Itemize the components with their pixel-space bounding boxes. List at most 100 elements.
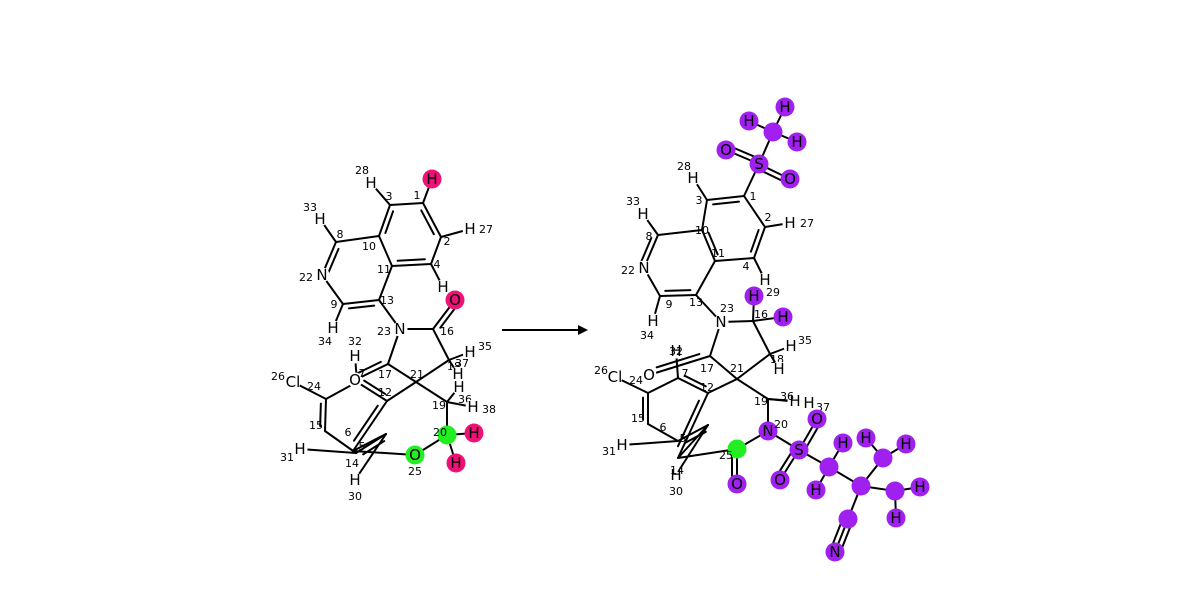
reaction-arrow (502, 325, 588, 335)
reactant-atom-25: O25 (405, 445, 425, 478)
product-atom-23: N23 (713, 302, 734, 331)
atom-symbol: H (670, 342, 681, 360)
atom-index: 4 (743, 260, 750, 273)
reactant-atom-28: H28 (355, 164, 379, 192)
product-atom-5: 5 (680, 432, 687, 445)
atom-index: 27 (479, 223, 493, 236)
product-atom-x6: H (787, 132, 807, 152)
reactant-atom-15: 15 (309, 419, 323, 432)
product-bond (749, 226, 766, 259)
product-atom-17: 17 (700, 362, 714, 375)
added-highlight (763, 122, 783, 142)
atom-symbol: O (409, 446, 421, 464)
removed-highlight (445, 290, 465, 310)
added-highlight (856, 428, 876, 448)
reactant-atom-27: H 27 (462, 220, 493, 238)
reactant-bond (378, 265, 393, 301)
atom-symbol: H (437, 278, 448, 296)
product-atom-x28: H (771, 360, 787, 378)
reactant-atom-13: 13 (380, 294, 394, 307)
atom-index: 10 (695, 224, 709, 237)
atom-symbol: H (294, 440, 305, 458)
reactant-atom-33: H33 (303, 201, 328, 228)
product-atom-15: 15 (631, 412, 645, 425)
atom-index: 6 (345, 426, 352, 439)
atom-symbol: H (464, 343, 475, 361)
reactant-bond (430, 236, 442, 265)
product-atom-12: 12 (700, 381, 714, 394)
atom-symbol: O (349, 371, 361, 389)
atom-symbol: N (715, 313, 726, 331)
atom-index: 28 (355, 164, 369, 177)
atom-symbol: H (349, 471, 360, 489)
atom-index: 21 (730, 362, 744, 375)
atom-symbol: H (670, 466, 681, 484)
atom-index: 31 (602, 445, 616, 458)
atom-symbol: H (789, 392, 800, 410)
reactant-atom-7: 7 (359, 367, 366, 380)
reactant-atom-17: 17 (378, 368, 392, 381)
reactant-atom-24: 24 (307, 380, 321, 393)
added-highlight (885, 481, 905, 501)
atom-index: 17 (700, 362, 714, 375)
reactant-bond (389, 202, 424, 206)
reactant-bond (352, 433, 387, 452)
reactant-bond (342, 299, 380, 310)
product-atom-10: 10 (695, 224, 709, 237)
reactant-atom-x11: H (435, 278, 451, 296)
atom-index: 32 (348, 335, 362, 348)
product-bond (743, 195, 766, 228)
added-highlight (770, 470, 790, 490)
atom-symbol: O (643, 366, 655, 384)
atom-index: 22 (299, 271, 313, 284)
atom-index: 11 (377, 263, 391, 276)
product-atom-3: 3 (696, 194, 703, 207)
product-atom-x4: H (739, 111, 759, 131)
reactant-atom-x29: H (464, 423, 484, 443)
atom-index: 7 (359, 367, 366, 380)
atom-index: 5 (680, 432, 687, 445)
reactant-atom-31: H31 (280, 440, 308, 464)
reactant-bond (391, 258, 432, 267)
atom-index: 24 (629, 374, 643, 387)
atom-index: 4 (434, 258, 441, 271)
atom-index: 13 (380, 294, 394, 307)
reactant-atom-21: 21 (410, 368, 424, 381)
reactant-atom-5: 5 (359, 440, 366, 453)
reactant-atom-37: H37 (450, 357, 469, 383)
atom-symbol: H (900, 435, 911, 453)
reactant-atom-9: 9 (331, 298, 338, 311)
reactant-bond (415, 381, 448, 403)
atom-index: 34 (640, 329, 654, 342)
reactant-atom-23: N23 (377, 320, 408, 338)
atom-symbol: H (464, 220, 475, 238)
product-bond (736, 353, 771, 380)
atom-index: 2 (444, 235, 451, 248)
product-bond (648, 353, 711, 376)
atom-symbol: H (450, 454, 461, 472)
reaction_center-highlight (405, 445, 425, 465)
product-atom-x40: O (770, 470, 790, 490)
atom-index: 15 (631, 412, 645, 425)
reactant-bond (415, 359, 450, 383)
atom-index: 32 (669, 345, 683, 358)
reaction_center-highlight (437, 425, 457, 445)
atom-index: 19 (432, 399, 446, 412)
atom-symbol: H (426, 170, 437, 188)
product-atom-7: 7 (682, 367, 689, 380)
reactant-atom-4: 4 (434, 258, 441, 271)
atom-symbol: O (449, 291, 461, 309)
reactant-bond (354, 433, 387, 481)
atom-index: 35 (798, 334, 812, 347)
atom-index: 23 (377, 325, 391, 338)
product-atom-x24: H (744, 286, 764, 306)
atom-index: 24 (307, 380, 321, 393)
atom-symbol: O (731, 475, 743, 493)
product-bond (657, 229, 703, 236)
product-atom-4: 4 (743, 260, 750, 273)
atom-symbol: N (829, 543, 840, 561)
atom-symbol: H (452, 365, 463, 383)
